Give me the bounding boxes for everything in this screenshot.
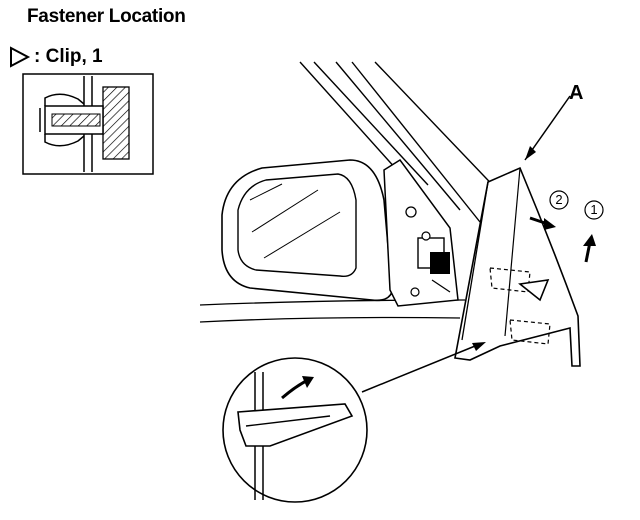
clip-marker-icon: [518, 279, 550, 302]
clip-legend-label: : Clip, 1: [34, 46, 103, 67]
step-1-label: 1: [590, 202, 598, 217]
detail-leader: [361, 343, 481, 393]
side-mirror: [221, 158, 459, 307]
door-pillar: [299, 61, 506, 223]
mirror-cover-a: [454, 166, 581, 367]
triangle-outline-icon: [10, 46, 31, 68]
clip-detail-inset: [22, 73, 154, 175]
arrow-curve-icon: [302, 376, 314, 388]
magnified-detail-circle: [222, 357, 368, 503]
direction-arrows: [529, 190, 604, 263]
step-2-label: 2: [555, 192, 563, 207]
clip-legend: : Clip, 1: [6, 44, 103, 70]
callout-a-label: A: [569, 82, 584, 104]
arrow-right-icon: [544, 218, 556, 230]
figure-title: Fastener Location: [27, 6, 186, 27]
arrow-up-icon: [583, 234, 596, 246]
